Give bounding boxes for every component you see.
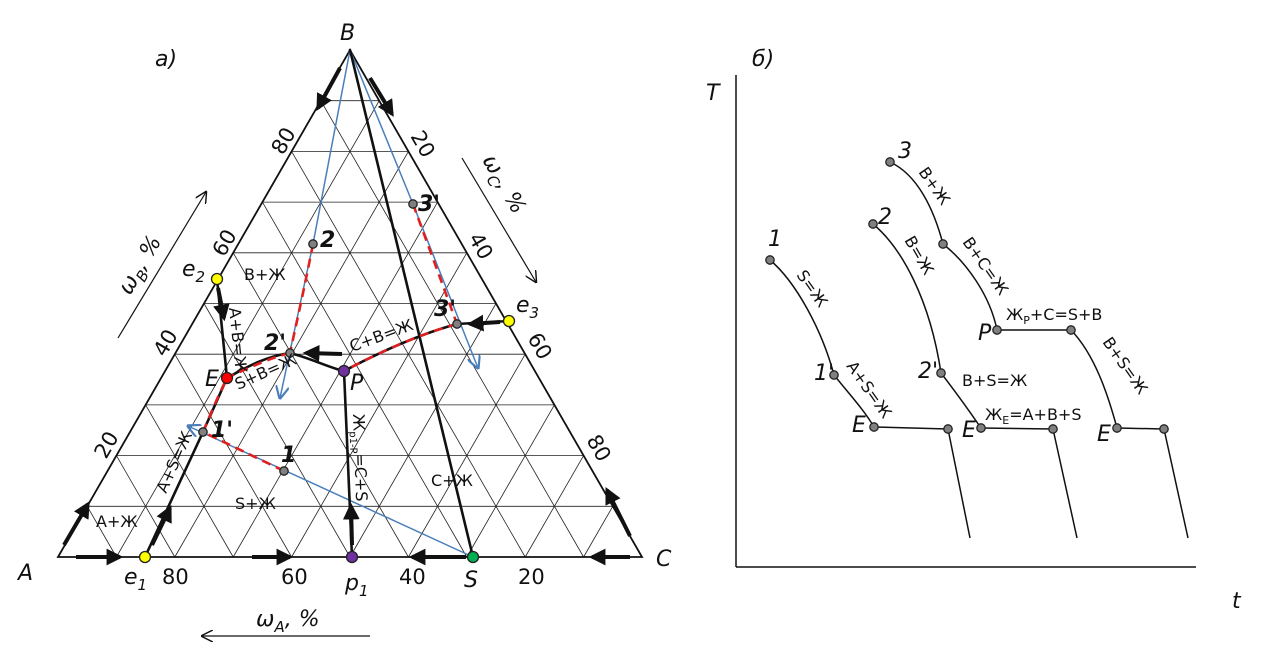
label-S: S (464, 568, 478, 593)
label-2p: 2' (264, 331, 286, 356)
point-1 (279, 466, 289, 476)
region-b-zh: B+Ж (244, 265, 286, 284)
region-a-zh: A+Ж (96, 512, 138, 531)
c3-seg3-label: B+S=Ж (1099, 333, 1152, 397)
label-e1: e1 (124, 565, 147, 594)
label-2: 2 (320, 228, 335, 253)
axis-title-wa: ωA, % (256, 607, 320, 636)
grid-line (583, 506, 614, 558)
axis-title-wc: ωC, % (473, 151, 530, 221)
right-tick: 40 (464, 229, 498, 264)
cooling-points (765, 157, 1169, 434)
left-tick: 80 (267, 123, 301, 158)
label-e3: e3 (516, 293, 539, 322)
panel-a-label: а) (155, 47, 177, 72)
label-1: 1 (281, 443, 296, 468)
c2-seg1-label: B=Ж (901, 233, 938, 279)
c3-seg1-label: B+Ж (915, 163, 954, 208)
label-1p: 1' (211, 418, 233, 443)
label-3: 3' (418, 192, 440, 217)
c2-plateau-label: ЖE=A+B+S (985, 405, 1081, 427)
c3-plateau-label: ЖP+C=S+B (1006, 305, 1102, 327)
tt-axes (735, 75, 1196, 568)
cooling-curve-3 (889, 161, 1189, 539)
c2-mid-label: 2' (918, 359, 938, 384)
label-E: E (205, 367, 219, 392)
point-e3 (502, 314, 516, 328)
axis-t: t (1232, 589, 1242, 614)
grid-line (145, 404, 234, 558)
c2-seg2-label: B+S=Ж (962, 371, 1027, 390)
left-tick: 60 (208, 225, 242, 260)
bottom-tick: 80 (162, 565, 189, 589)
wc-axis-arrow (461, 157, 536, 282)
cooling-curve-1 (769, 259, 971, 539)
c3-end-label: E (1097, 422, 1111, 447)
c3-start-label: 3 (898, 139, 912, 164)
point-p1 (345, 550, 359, 564)
point-E (220, 371, 234, 385)
grid-line (262, 201, 468, 558)
c1-start-label: 1 (768, 227, 782, 252)
grid-line (86, 506, 117, 558)
bottom-tick: 20 (518, 565, 545, 589)
direction-arrows (62, 67, 632, 566)
c3-P-label: P (978, 321, 992, 346)
grid-line (116, 100, 380, 558)
curve-label-cb-zh: C+B=Ж (347, 315, 416, 355)
point-e1 (138, 550, 152, 564)
curve-label-p-zh: Жp1-P=C+S (346, 413, 371, 501)
region-c-zh: C+Ж (431, 471, 473, 490)
label-P: P (350, 371, 364, 396)
c1-mid-label: 1' (814, 361, 834, 386)
left-tick: 20 (90, 427, 124, 462)
red-dashed-paths (201, 203, 459, 473)
point-e2 (210, 272, 224, 286)
label-e2: e2 (182, 257, 205, 286)
vertex-C: C (656, 547, 672, 572)
grid-line (232, 201, 438, 558)
region-s-zh: S+Ж (235, 494, 276, 513)
label-p1: p1 (344, 571, 369, 600)
grid-line (174, 354, 292, 558)
label-3pp: 3' (434, 297, 456, 322)
point-2 (308, 239, 318, 249)
c1-end-label: E (852, 413, 866, 438)
grid-line (466, 404, 555, 558)
wb-axis-arrow (117, 192, 206, 339)
c2-end-label: E (962, 418, 976, 443)
point-P (337, 364, 351, 378)
triangle-grid (86, 100, 614, 558)
point-3 (408, 199, 418, 209)
panel-b-cooling-curves: б) T t (706, 47, 1242, 614)
grid-line (408, 354, 526, 558)
left-tick: 40 (149, 325, 183, 360)
c3-seg2-label: B+C=Ж (959, 233, 1013, 298)
point-S (466, 550, 480, 564)
panel-a-ternary: а) A B C e1 e2 e3 p1 E P S 1 2 3' 1' 2' … (16, 21, 672, 636)
grid-line (116, 455, 176, 558)
axis-T: T (706, 81, 721, 106)
bottom-tick: 60 (281, 565, 308, 589)
grid-line (203, 303, 351, 558)
cooling-curve-2 (872, 223, 1078, 539)
grid-line (349, 303, 497, 558)
point-3pp (452, 319, 462, 329)
vertex-A: A (16, 561, 33, 586)
point-1p (198, 427, 208, 437)
panel-b-label: б) (752, 47, 774, 72)
grid-line (320, 100, 584, 558)
points (138, 199, 516, 564)
c1-seg1-label: S=Ж (793, 266, 832, 310)
vertex-B: B (340, 21, 355, 46)
c2-start-label: 2 (878, 205, 892, 230)
c1-seg2-label: A+S=Ж (843, 357, 896, 421)
grid-line (524, 455, 584, 558)
curve-label-ab-zh: A+B=Ж (225, 306, 251, 374)
bottom-tick: 40 (399, 565, 426, 589)
point-2p (285, 348, 295, 358)
